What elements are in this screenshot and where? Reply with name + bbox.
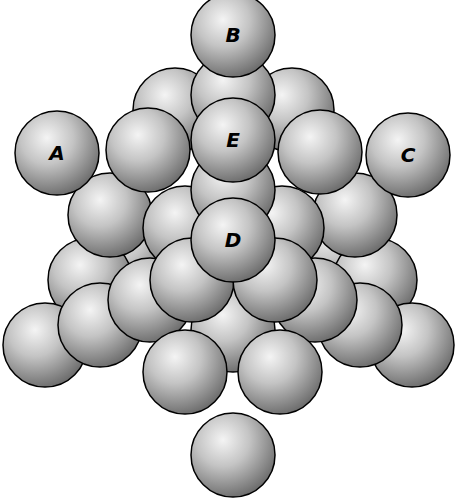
sphere-letter: E (189, 128, 277, 152)
sphere-letter: A (13, 141, 101, 165)
spheres (3, 53, 454, 497)
sphere-letter: D (189, 228, 277, 252)
sphere-letter: B (189, 23, 277, 47)
labeled-sphere: D (189, 196, 277, 284)
labeled-sphere: E (189, 96, 277, 184)
labeled-sphere: B (189, 0, 277, 79)
labeled-sphere: C (364, 111, 452, 199)
sphere-letter: C (364, 143, 452, 167)
labeled-sphere: A (13, 109, 101, 197)
